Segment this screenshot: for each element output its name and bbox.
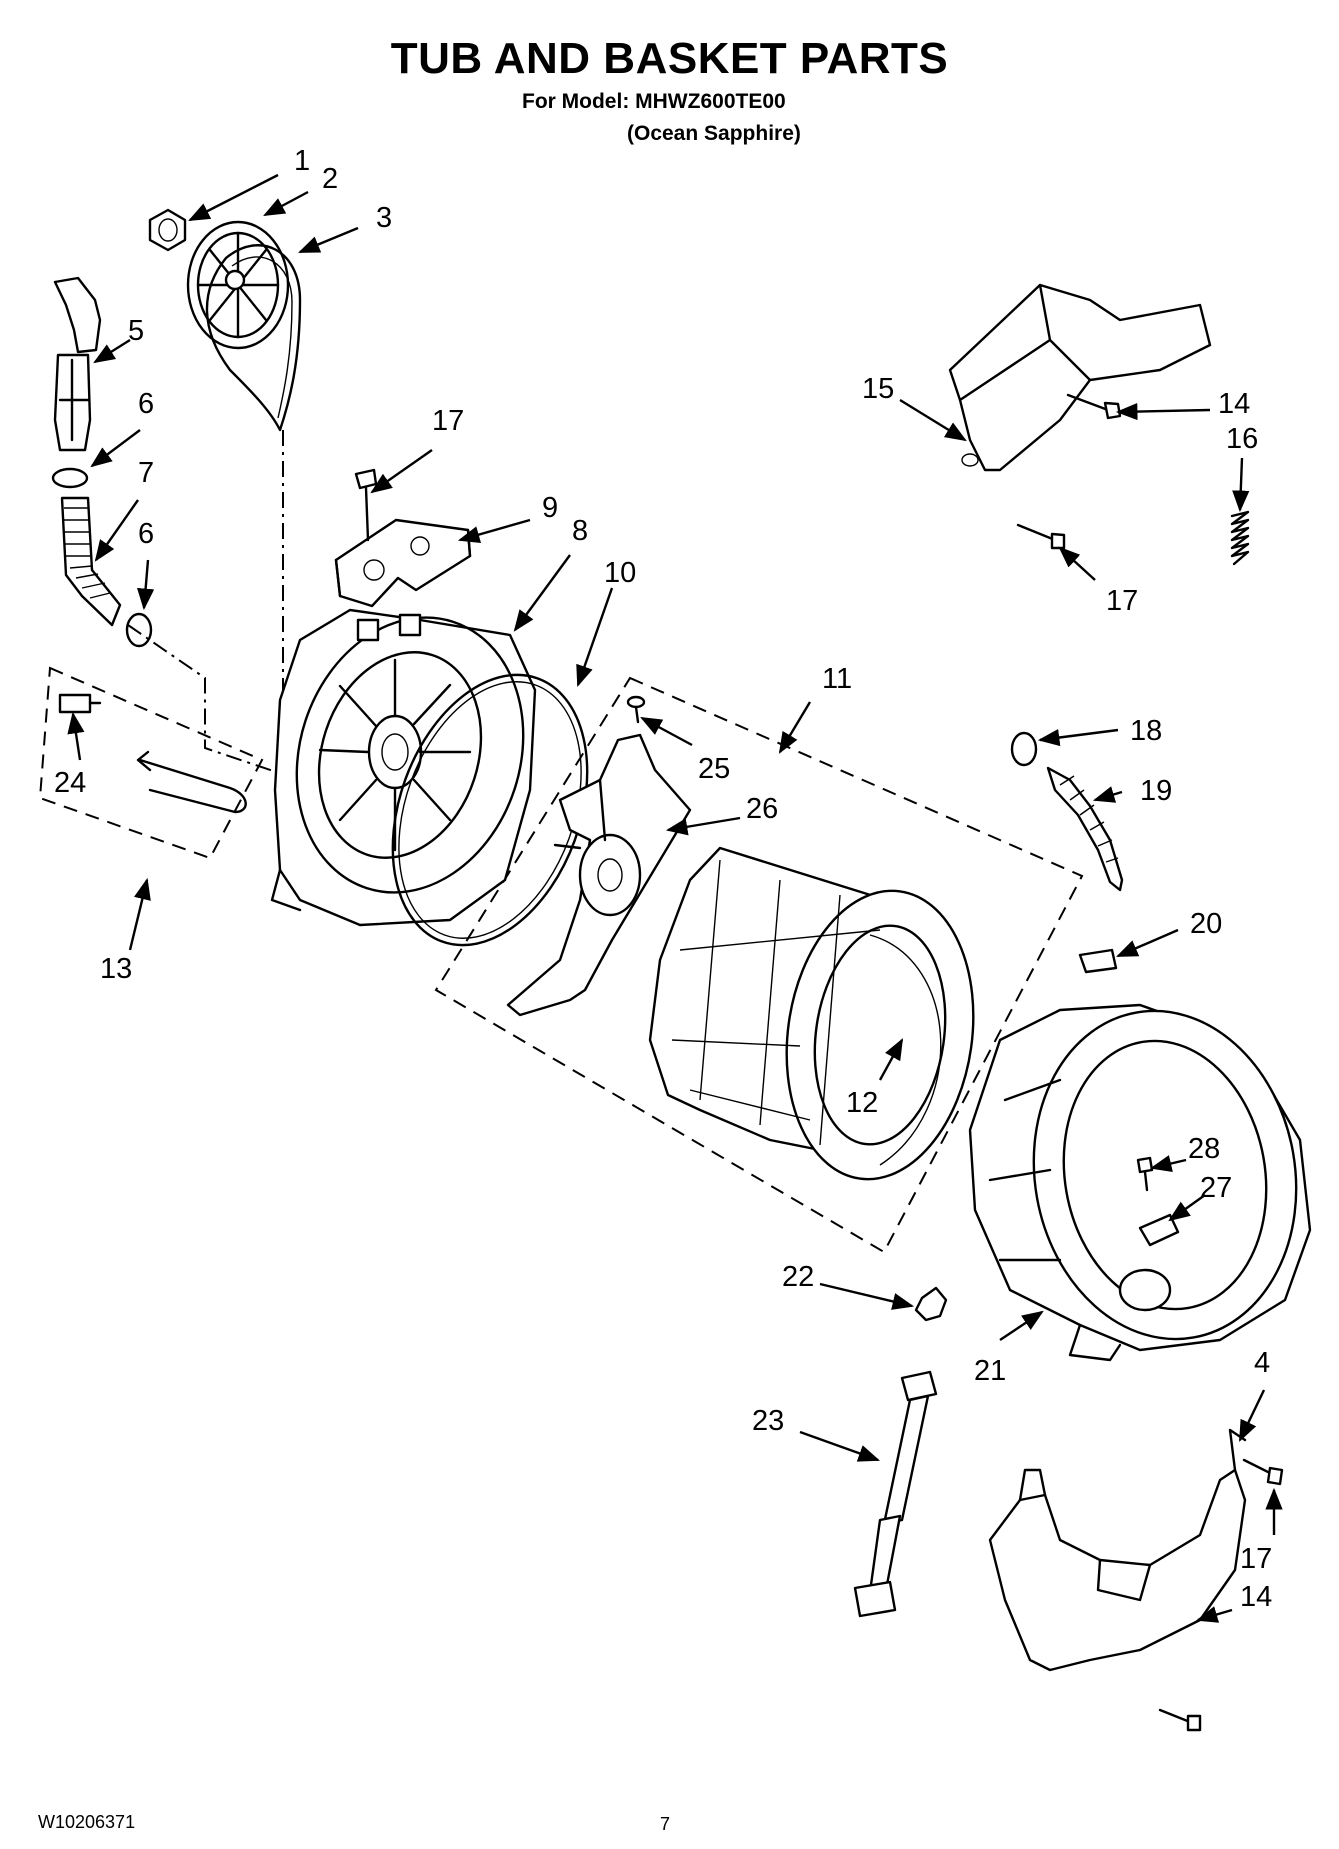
callout-24: 24: [54, 767, 86, 799]
thermistor-part: [58, 693, 102, 714]
callout-2: 2: [322, 163, 338, 195]
callout-26: 26: [746, 793, 778, 825]
tub-brace-upper-part: [948, 283, 1212, 472]
callout-15: 15: [862, 373, 894, 405]
vent-clamp-part: [1010, 731, 1038, 767]
pulley-nut-part: [148, 208, 187, 252]
callout-9: 9: [542, 492, 558, 524]
callout-18: 18: [1130, 715, 1162, 747]
tub-clip-part: [1078, 948, 1118, 974]
callout-20: 20: [1190, 908, 1222, 940]
drive-pulley-part: [186, 220, 290, 350]
callout-17-bolt: 17: [432, 405, 464, 437]
page-number: 7: [660, 1814, 671, 1834]
counterweight-bolt-part: [354, 468, 378, 542]
color-line: (Ocean Sapphire): [627, 122, 801, 145]
hose-elbow-part: [53, 276, 102, 452]
damper-part: [853, 1370, 938, 1618]
callout-7: 7: [138, 457, 154, 489]
callout-4: 4: [1254, 1347, 1270, 1379]
callout-6-upper: 6: [138, 388, 154, 420]
callout-11: 11: [822, 663, 852, 695]
callout-28: 28: [1188, 1133, 1220, 1165]
callout-17-lower-right: 17: [1240, 1543, 1272, 1575]
basket-spider-part: [506, 733, 692, 1017]
callout-8: 8: [572, 515, 588, 547]
brace-bolt-17-lower-part: [1242, 1458, 1284, 1486]
brace-bolt-17-upper-part: [1016, 523, 1066, 550]
drive-belt-part: [205, 244, 302, 432]
drain-hose-part: [60, 496, 122, 627]
clip-22-part: [914, 1286, 948, 1322]
brace-bolt-upper-part: [1066, 393, 1122, 420]
callout-22: 22: [782, 1261, 814, 1293]
callout-14-lower: 14: [1240, 1581, 1272, 1613]
document-number: W10206371: [38, 1812, 136, 1832]
callout-12: 12: [846, 1087, 878, 1119]
spring-part: [1230, 510, 1250, 566]
assembly-outline-13: [38, 666, 264, 860]
front-tub-part: [968, 1003, 1312, 1362]
callout-21: 21: [974, 1355, 1006, 1387]
wash-basket-part: [648, 846, 975, 1181]
callout-19: 19: [1140, 775, 1172, 807]
callout-17-upper-right: 17: [1106, 585, 1138, 617]
hose-clamp-lower-part: [125, 612, 153, 648]
spider-screw-part: [626, 695, 646, 724]
rear-tub-part: [270, 608, 537, 927]
callout-27: 27: [1200, 1172, 1232, 1204]
callout-1: 1: [294, 145, 310, 177]
callout-14-upper: 14: [1218, 388, 1250, 420]
brace-bolt-14-lower-part: [1158, 1708, 1202, 1732]
vent-hose-part: [1046, 766, 1124, 892]
leader-lines: [67, 173, 1283, 1623]
bracket-27-part: [1138, 1213, 1180, 1247]
callout-5: 5: [128, 315, 144, 347]
callout-3: 3: [376, 202, 392, 234]
model-line: For Model: MHWZ600TE00: [522, 90, 786, 113]
counterweight-part: [334, 518, 472, 608]
callout-16: 16: [1226, 423, 1258, 455]
tub-seal-part: [391, 673, 589, 947]
callout-13: 13: [100, 953, 132, 985]
page-title: TUB AND BASKET PARTS: [390, 34, 949, 83]
callout-23: 23: [752, 1405, 784, 1437]
hose-clamp-upper-part: [51, 467, 89, 489]
heater-element-part: [136, 750, 247, 814]
callout-labels: 1 2 3 4 5 6 6 7 8 9 10 11 12 13 14 14 15…: [54, 145, 1272, 1613]
alignment-line-5: [127, 624, 301, 781]
callout-25: 25: [698, 753, 730, 785]
tub-brace-lower-part: [988, 1428, 1247, 1672]
callout-10: 10: [604, 557, 636, 589]
assembly-outline-11: [434, 676, 1084, 1254]
callout-6-lower: 6: [138, 518, 154, 550]
